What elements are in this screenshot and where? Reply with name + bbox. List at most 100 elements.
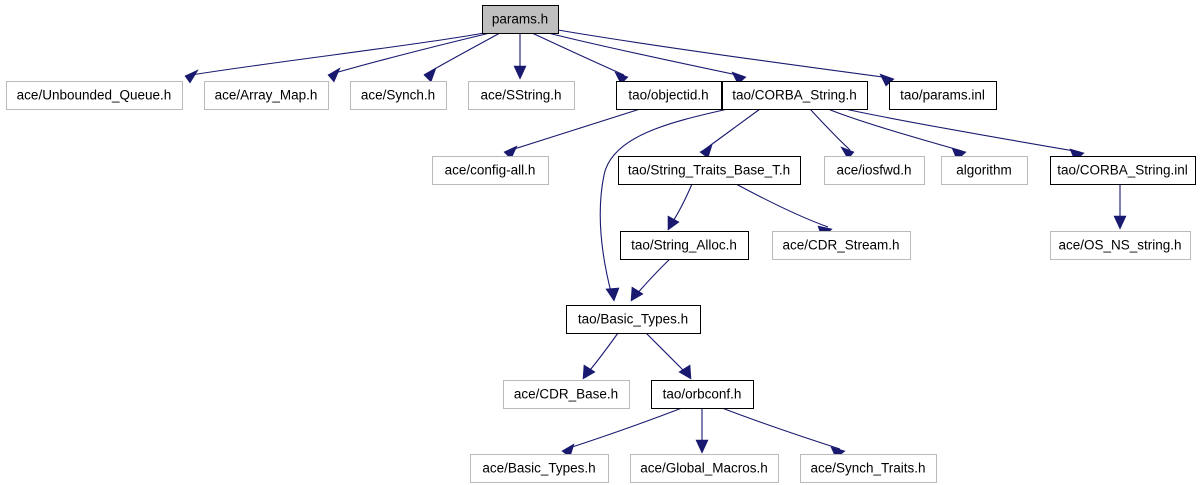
edge-params_h-to-synch_h [423,32,501,83]
node-box[interactable] [432,156,549,185]
node-corba_string_inl[interactable]: tao/CORBA_String.inl [1050,156,1196,185]
node-synch_traits[interactable]: ace/Synch_Traits.h [800,454,937,483]
node-label: ace/Global_Macros.h [640,461,768,476]
edge-string_traits-to-cdr_stream [735,183,833,239]
node-box[interactable] [616,81,722,110]
node-synch_h[interactable]: ace/Synch.h [350,81,447,110]
edge-line [531,32,625,76]
node-label: ace/SString.h [480,88,561,103]
edge-objectid_h-to-config_all [503,108,641,160]
arrowhead-icon [605,287,620,302]
node-label: ace/Synch.h [361,88,435,103]
edge-line [507,108,641,152]
node-global_macros[interactable]: ace/Global_Macros.h [630,454,779,483]
node-box[interactable] [651,380,754,409]
arrowhead-icon [630,286,644,302]
node-box[interactable] [468,81,575,110]
node-algorithm[interactable]: algorithm [941,156,1028,185]
edge-orbconf_h-to-global_macros [695,408,709,454]
edge-corba_string_h-to-string_traits [699,108,761,159]
edge-string_alloc-to-basic_types_tao [630,258,671,302]
node-box[interactable] [824,156,925,185]
edge-string_traits-to-string_alloc [667,183,693,231]
node-string_alloc[interactable]: tao/String_Alloc.h [620,231,749,260]
node-box[interactable] [889,81,997,110]
edge-line [703,108,761,151]
node-config_all[interactable]: ace/config-all.h [432,156,549,185]
arrowhead-icon [840,146,855,160]
node-label: tao/String_Traits_Base_T.h [628,163,790,178]
arrowhead-icon [1113,215,1127,230]
node-box[interactable] [204,81,329,110]
node-label: tao/objectid.h [628,88,708,103]
node-box[interactable] [470,454,609,483]
node-string_traits[interactable]: tao/String_Traits_Base_T.h [618,156,801,185]
edge-line [557,29,891,79]
edge-line [565,407,683,450]
node-box[interactable] [350,81,447,110]
node-box[interactable] [620,231,749,260]
node-label: ace/Basic_Types.h [482,461,595,476]
node-unbounded_queue[interactable]: ace/Unbounded_Queue.h [6,81,183,110]
node-label: algorithm [956,163,1012,178]
node-box[interactable] [630,454,779,483]
edge-line [599,108,729,297]
node-objectid_h[interactable]: tao/objectid.h [616,81,722,110]
edge-corba_string_inl-to-os_ns_string [1113,184,1127,230]
arrowhead-icon [731,71,747,85]
arrowhead-icon [614,71,629,85]
arrowhead-icon [503,145,518,160]
arrowhead-icon [582,364,596,380]
node-corba_string_h[interactable]: tao/CORBA_String.h [722,81,868,110]
edge-orbconf_h-to-synch_traits [721,407,846,459]
node-box[interactable] [1050,156,1196,185]
node-label: tao/Basic_Types.h [578,312,688,327]
node-params_inl[interactable]: tao/params.inl [889,81,997,110]
edge-basic_types_tao-to-cdr_base [582,332,619,380]
node-box[interactable] [6,81,183,110]
node-box[interactable] [482,5,559,34]
node-label: tao/orbconf.h [663,387,742,402]
edge-line [735,183,829,228]
edge-line [184,32,485,77]
node-box[interactable] [800,454,937,483]
node-array_map[interactable]: ace/Array_Map.h [204,81,329,110]
node-label: tao/CORBA_String.inl [1057,163,1188,178]
arrowhead-icon [699,144,713,159]
node-label: ace/config-all.h [445,163,536,178]
node-basic_types_tao[interactable]: tao/Basic_Types.h [566,305,701,334]
edge-line [547,32,743,77]
node-cdr_stream[interactable]: ace/CDR_Stream.h [772,231,911,260]
arrowhead-icon [184,69,199,84]
node-sstring_h[interactable]: ace/SString.h [468,81,575,110]
node-box[interactable] [503,380,630,409]
node-orbconf_h[interactable]: tao/orbconf.h [651,380,754,409]
edge-params_h-to-unbounded_queue [184,32,485,84]
edges-layer [184,29,1127,459]
node-box[interactable] [1050,231,1191,260]
node-label: ace/OS_NS_string.h [1058,238,1181,253]
edge-params_h-to-objectid_h [531,32,629,85]
node-box[interactable] [772,231,911,260]
node-cdr_base[interactable]: ace/CDR_Base.h [503,380,630,409]
edge-line [327,32,491,76]
node-box[interactable] [618,156,801,185]
node-box[interactable] [566,305,701,334]
node-label: params.h [492,12,548,27]
node-label: ace/iosfwd.h [836,163,911,178]
node-label: ace/Unbounded_Queue.h [17,88,172,103]
node-box[interactable] [722,81,868,110]
node-iosfwd_h[interactable]: ace/iosfwd.h [824,156,925,185]
node-label: ace/CDR_Base.h [514,387,618,402]
node-params_h[interactable]: params.h [482,5,559,34]
edge-orbconf_h-to-basic_types_ace [561,407,683,458]
arrowhead-icon [513,65,527,80]
node-os_ns_string[interactable]: ace/OS_NS_string.h [1050,231,1191,260]
node-label: ace/Synch_Traits.h [810,461,925,476]
edge-params_h-to-params_inl [557,29,895,87]
node-basic_types_ace[interactable]: ace/Basic_Types.h [470,454,609,483]
node-box[interactable] [941,156,1028,185]
edge-corba_string_h-to-iosfwd_h [809,108,855,160]
